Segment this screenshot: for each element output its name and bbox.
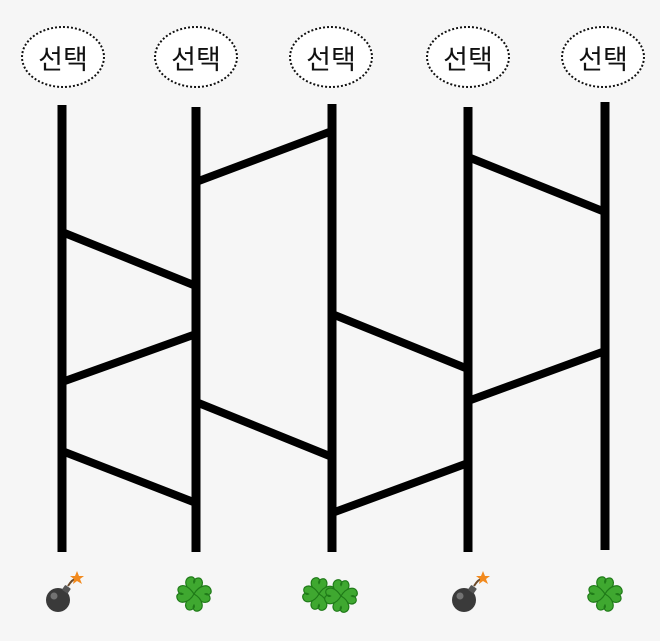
clover-icon: [176, 576, 212, 612]
result-slot-1: [22, 566, 102, 626]
ladder-rung-3: [60, 447, 198, 507]
result-slot-3: [291, 566, 371, 626]
ladder-rung-1: [60, 228, 198, 290]
ladder-rung-2: [60, 330, 198, 386]
clover-icon: [587, 576, 623, 612]
ladder-rung-6: [330, 310, 470, 373]
result-slot-5: [565, 566, 645, 626]
ladder-rung-7: [330, 459, 470, 517]
ladder-rung-4: [194, 127, 334, 186]
choice-button-5[interactable]: 선택: [561, 26, 645, 88]
choice-button-2[interactable]: 선택: [154, 26, 238, 88]
result-slot-2: [154, 566, 234, 626]
choice-button-1[interactable]: 선택: [21, 26, 105, 88]
bomb-icon: [46, 571, 84, 612]
result-slot-4: [428, 566, 508, 626]
ladder-rung-5: [194, 398, 334, 461]
bomb-icon: [452, 571, 490, 612]
two-clovers-icon: [302, 577, 358, 613]
ladder-rung-9: [466, 347, 607, 405]
choice-button-4[interactable]: 선택: [426, 26, 510, 88]
ladder-rung-8: [466, 153, 607, 216]
choice-button-3[interactable]: 선택: [289, 26, 373, 88]
